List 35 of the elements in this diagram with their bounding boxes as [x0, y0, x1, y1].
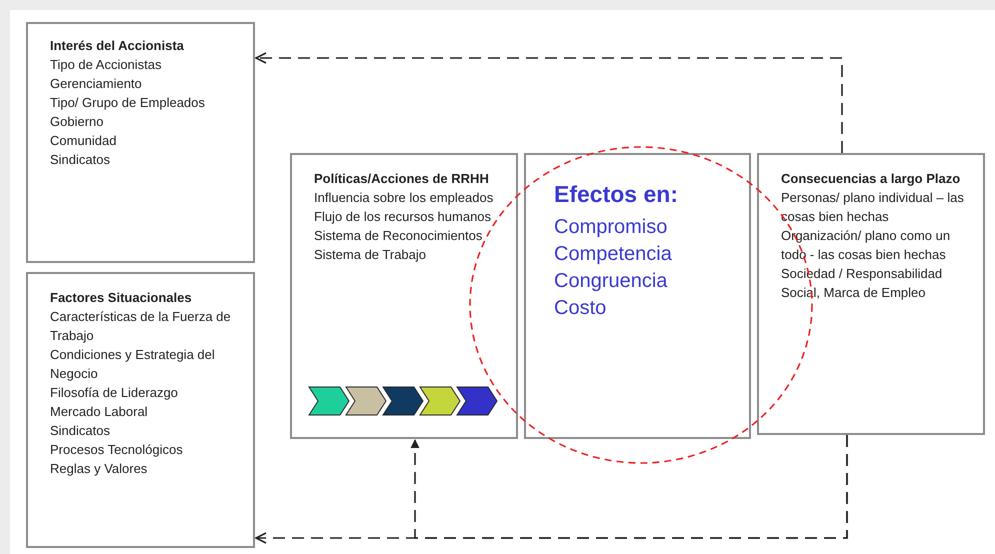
list-item: Compromiso	[554, 215, 668, 240]
list-item: Reglas y Valores	[50, 460, 148, 478]
text-box	[26, 272, 255, 548]
box-heading: Interés del Accionista	[50, 37, 184, 55]
list-item: Tipo/ Grupo de Empleados	[50, 94, 205, 112]
list-item: Gobierno	[50, 113, 104, 131]
text-box	[524, 153, 751, 439]
text-box	[757, 153, 985, 435]
list-item: Procesos Tecnológicos	[50, 441, 183, 459]
box-heading: Consecuencias a largo Plazo	[781, 170, 960, 188]
list-item: Filosofía de Liderazgo	[50, 384, 178, 402]
list-item: Características de la Fuerza de Trabajo	[50, 308, 232, 345]
list-item: Organización/ plano como un todo - las cosas bien hechas	[781, 227, 952, 264]
text-box	[290, 153, 518, 439]
list-item: Sindicatos	[50, 151, 110, 169]
list-item: Sistema de Trabajo	[314, 246, 426, 264]
box-heading: Efectos en:	[554, 181, 678, 208]
box-heading: Factores Situacionales	[50, 289, 192, 307]
list-item: Flujo de los recursos humanos	[314, 208, 492, 226]
dashed-arrow	[410, 435, 848, 539]
list-item: Comunidad	[50, 132, 116, 150]
list-item: Congruencia	[554, 269, 668, 294]
list-item: Sindicatos	[50, 422, 110, 440]
list-item: Gerenciamiento	[50, 75, 142, 93]
list-item: Competencia	[554, 242, 672, 267]
list-item: Sistema de Reconocimientos	[314, 227, 482, 245]
box-heading: Políticas/Acciones de RRHH	[314, 170, 489, 188]
list-item: Influencia sobre los empleados	[314, 189, 494, 207]
dashed-arrow	[255, 52, 843, 153]
list-item: Costo	[554, 296, 606, 321]
list-item: Condiciones y Estrategia del Negocio	[50, 346, 216, 383]
list-item: Sociedad / Responsabilidad Social, Marca de Empleo	[781, 265, 944, 302]
text-box	[26, 22, 255, 263]
list-item: Mercado Laboral	[50, 403, 148, 421]
list-item: Tipo de Accionistas	[50, 56, 162, 74]
